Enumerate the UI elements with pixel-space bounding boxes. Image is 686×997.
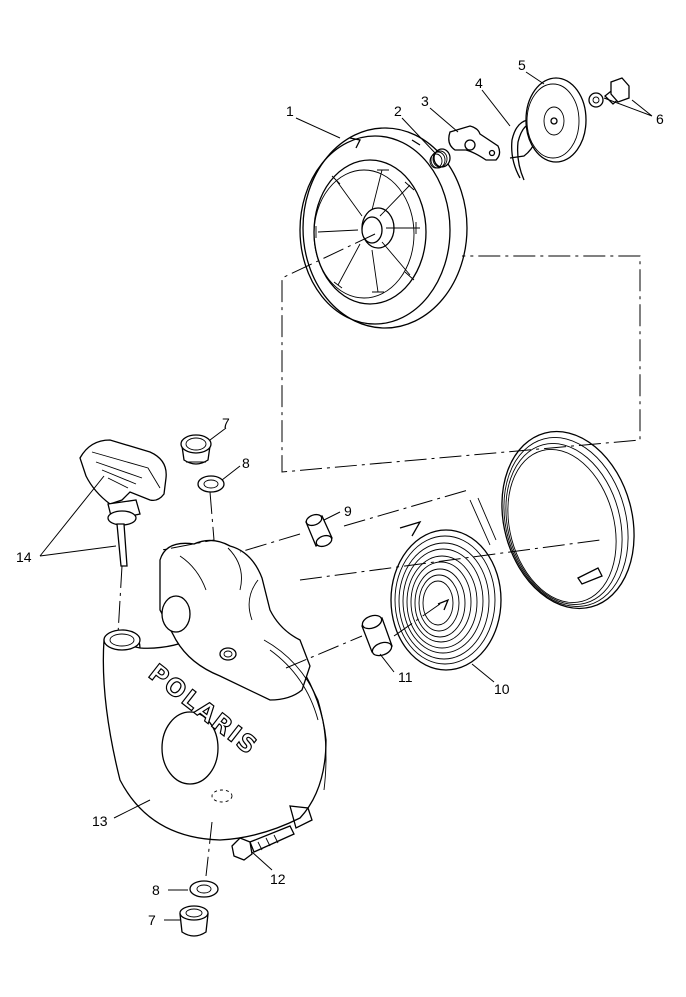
callout-11: 11 <box>398 669 413 685</box>
callout-1: 1 <box>286 103 294 119</box>
part-14-handle <box>79 439 167 635</box>
callout-2: 2 <box>394 103 402 119</box>
part-3-pawl <box>448 125 501 161</box>
callout-7-bottom: 7 <box>148 912 156 928</box>
callout-8-top: 8 <box>242 455 250 471</box>
callout-14: 14 <box>16 549 32 565</box>
callout-4: 4 <box>475 75 483 91</box>
callout-10: 10 <box>494 681 510 697</box>
part-1-pulley <box>299 127 468 329</box>
part-6-bolt-washer <box>588 77 630 108</box>
callout-9: 9 <box>344 503 352 519</box>
part-11-bushing <box>361 614 393 657</box>
callout-12: 12 <box>270 871 286 887</box>
part-9-bushing <box>305 513 333 548</box>
part-10-spiral-spring <box>390 520 502 671</box>
callout-8-bottom: 8 <box>152 882 160 898</box>
leader-lines <box>39 71 653 921</box>
part-8-washer-top <box>197 475 225 493</box>
part-13-housing <box>102 539 327 841</box>
alignment-lines <box>161 233 641 877</box>
callout-6: 6 <box>656 111 664 127</box>
starter-rope-coil <box>469 430 635 610</box>
callout-7-top: 7 <box>222 415 230 431</box>
part-7-plug-top <box>180 434 212 465</box>
part-2-spring <box>429 148 451 169</box>
callout-labels: 1 2 3 4 5 6 7 8 9 14 11 10 13 12 8 7 <box>16 57 664 928</box>
callout-3: 3 <box>421 93 429 109</box>
part-5-plate <box>525 77 587 163</box>
part-7-plug-bottom <box>179 905 209 937</box>
callout-13: 13 <box>92 813 108 829</box>
part-12-bolt <box>231 825 295 861</box>
callout-5: 5 <box>518 57 526 73</box>
part-8-washer-bottom <box>189 880 219 898</box>
